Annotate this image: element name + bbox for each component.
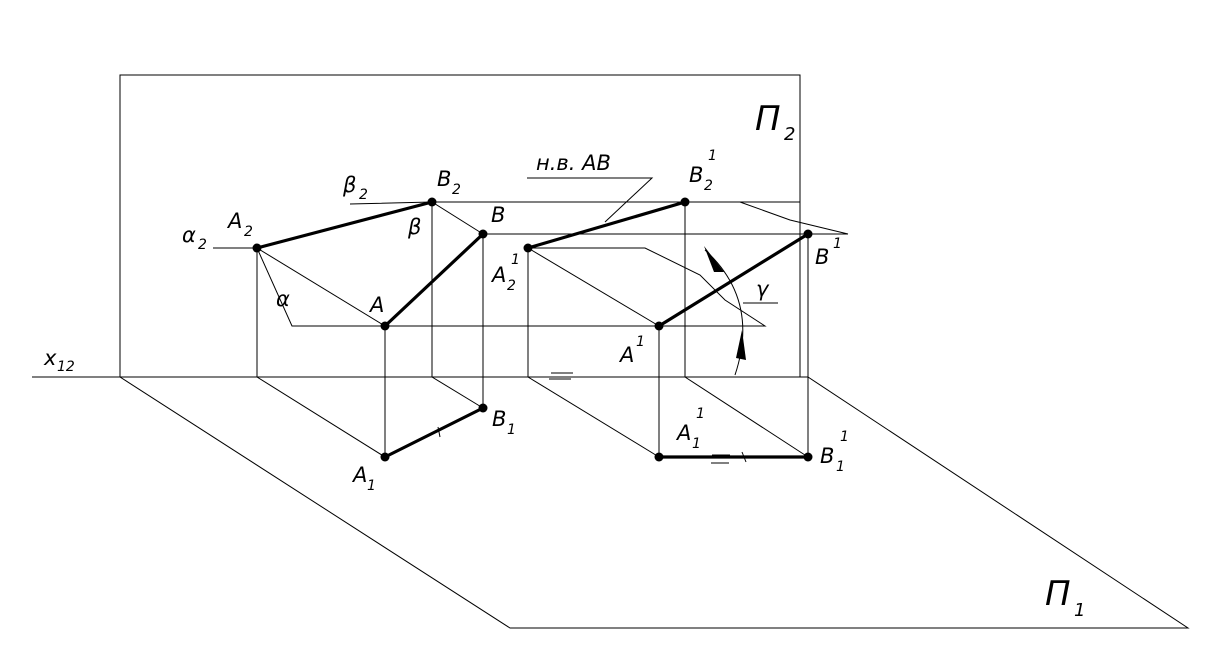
proj-b2p-b1p: [684, 376, 809, 458]
label-b2p-sup: 1: [708, 148, 717, 164]
point-b1: [478, 403, 488, 413]
label-a1p-sub: 1: [692, 436, 701, 452]
label-a1: A: [351, 463, 367, 487]
label-b2-sub: 2: [452, 182, 461, 198]
label-axis-x-sub: 12: [57, 359, 75, 375]
segment-a1-b1: [383, 406, 485, 459]
point-a1: [380, 452, 390, 462]
label-b1: B: [492, 407, 506, 431]
label-axis-x: x: [43, 346, 57, 370]
label-ap-sup: 1: [636, 334, 645, 350]
proj-a2-a1: [256, 376, 386, 458]
segment-a2p-b2p: [526, 200, 687, 250]
label-p2-sub: 2: [784, 124, 795, 145]
plane-alpha-trace: [213, 247, 767, 327]
segment-a2-b2: [255, 200, 434, 250]
label-bp: B: [815, 245, 829, 269]
point-a2p: [523, 243, 533, 253]
arrow-head-top: [704, 246, 724, 272]
point-a2: [252, 243, 262, 253]
proj-a2p-ap: [527, 247, 660, 327]
label-a2-sub: 2: [244, 224, 253, 240]
label-b1-sub: 1: [507, 422, 516, 438]
segment-a-b: [383, 232, 485, 328]
proj-a2p-a1p: [527, 376, 660, 458]
beta-curve-right: [685, 201, 849, 235]
label-a1-sub: 1: [367, 478, 376, 494]
point-b2p: [680, 197, 690, 207]
point-ap: [654, 321, 664, 331]
label-a2p-sup: 1: [511, 252, 520, 268]
label-p2: П: [755, 99, 781, 139]
label-ap: A: [618, 343, 634, 367]
label-a1p: A: [675, 421, 691, 445]
label-a2p: A: [490, 263, 506, 287]
point-b1p: [803, 452, 813, 462]
label-b2p-sub: 2: [704, 178, 713, 194]
label-beta: β: [407, 215, 421, 239]
label-b2: B: [437, 167, 451, 191]
label-b1p-sub: 1: [836, 459, 845, 475]
point-a1p: [654, 452, 664, 462]
label-b: B: [491, 203, 505, 227]
label-a1p-sup: 1: [696, 406, 705, 422]
label-beta2: β: [342, 173, 356, 197]
label-b1p-sup: 1: [840, 429, 849, 445]
label-alpha2: α: [182, 223, 196, 247]
point-bp: [803, 229, 813, 239]
label-a: A: [368, 293, 384, 317]
label-b2p: B: [689, 163, 703, 187]
label-beta2-sub: 2: [359, 187, 368, 203]
point-a: [380, 321, 390, 331]
plane-p1-frame: [119, 376, 1190, 629]
label-gamma: γ: [756, 277, 770, 301]
label-alpha: α: [276, 287, 290, 311]
point-b: [478, 229, 488, 239]
label-b1p: B: [820, 444, 834, 468]
label-bp-sup: 1: [833, 236, 842, 252]
label-p1: П: [1045, 574, 1071, 614]
alpha2-trace: [256, 247, 386, 327]
arrow-head-bottom: [736, 330, 746, 360]
plane-p2-frame: [119, 74, 801, 377]
label-a2: A: [226, 209, 242, 233]
point-b2: [427, 197, 437, 207]
proj-b2-b1: [431, 376, 484, 409]
label-true-length: н.в. AB: [536, 151, 611, 175]
label-p1-sub: 1: [1074, 600, 1085, 621]
label-a2p-sub: 2: [507, 278, 516, 294]
label-alpha2-sub: 2: [198, 237, 207, 253]
segment-ap-bp: [657, 232, 810, 328]
true-length-leader: [527, 177, 654, 223]
